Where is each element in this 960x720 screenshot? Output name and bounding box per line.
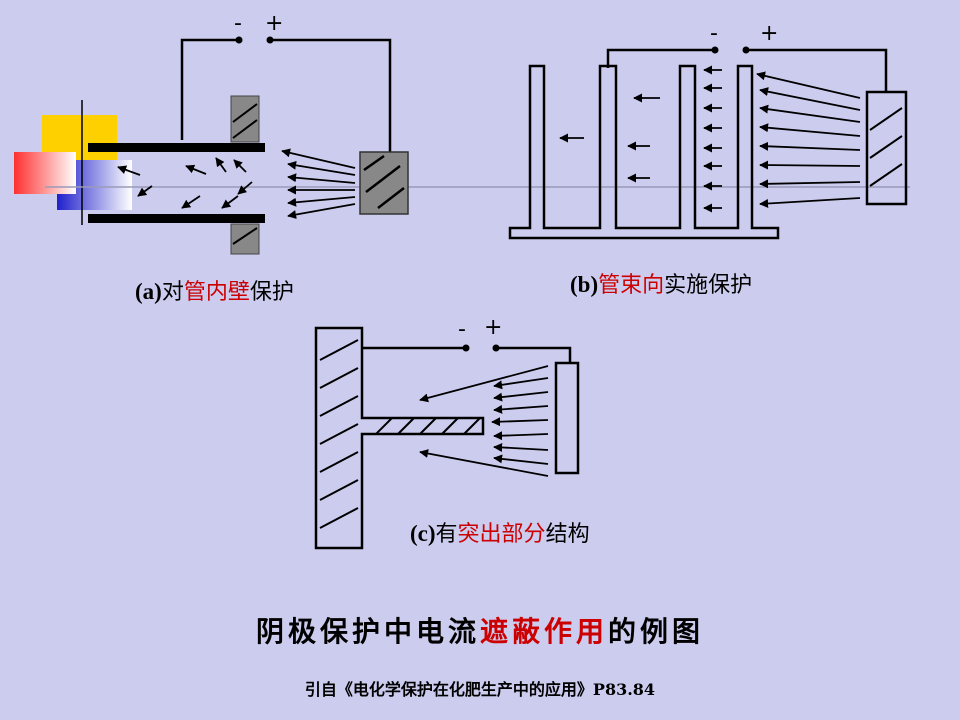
diagram-b: - + (508, 21, 908, 240)
decorative-logo (14, 100, 132, 225)
caption-b-post: 实施保护 (664, 273, 753, 298)
page-title: 阴极保护中电流遮蔽作用的例图 (0, 610, 960, 650)
terminal-minus-c: - (458, 317, 466, 342)
title-pre: 阴极保护中电流 (255, 615, 480, 648)
caption-c-label: (c) (410, 521, 436, 546)
caption-c-pre: 有 (435, 522, 458, 547)
caption-b-highlight: 管束向 (598, 273, 665, 298)
caption-a: (a)对管内壁保护 (135, 274, 294, 306)
source-citation: 引自《电化学保护在化肥生产中的应用》P83.84 (304, 680, 656, 699)
caption-a-post: 保护 (249, 280, 294, 305)
diagram-c: - + (314, 315, 580, 550)
caption-c-highlight: 突出部分 (457, 522, 546, 547)
title-post: 的例图 (608, 615, 705, 648)
terminal-minus-b: - (710, 21, 718, 46)
caption-a-label: (a) (135, 279, 162, 304)
terminal-minus-a: - (234, 11, 242, 36)
caption-a-highlight: 管内壁 (183, 280, 250, 305)
terminal-plus-c: + (484, 315, 502, 340)
caption-a-pre: 对 (161, 280, 184, 305)
terminal-plus-b: + (760, 21, 778, 46)
diagram-a: - + (88, 11, 409, 255)
title-highlight: 遮蔽作用 (479, 615, 608, 648)
caption-c: (c)有突出部分结构 (410, 516, 590, 548)
caption-b: (b)管束向实施保护 (570, 267, 752, 299)
terminal-plus-a: + (265, 11, 283, 36)
caption-b-label: (b) (570, 272, 599, 297)
caption-c-post: 结构 (545, 522, 590, 547)
